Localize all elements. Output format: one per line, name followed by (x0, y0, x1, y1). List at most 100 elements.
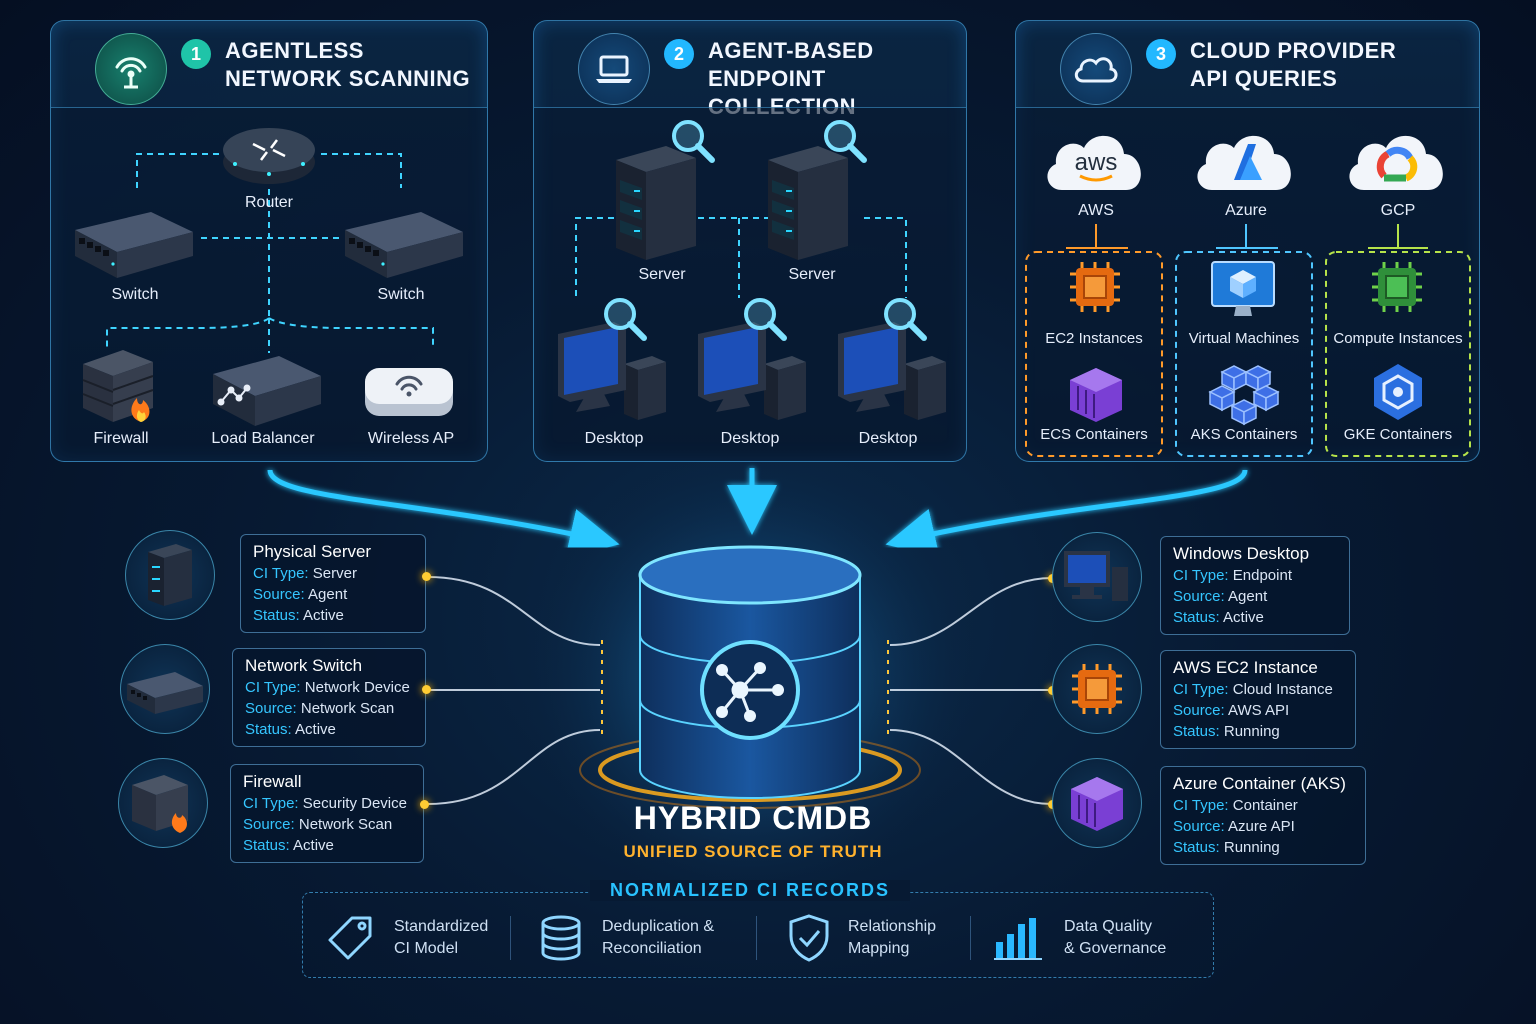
aws-logo-text: aws (1075, 149, 1118, 176)
chip-icon (1070, 262, 1120, 312)
server-icon (616, 120, 715, 260)
source-key: Source: (245, 700, 297, 717)
status-key: Status: (1173, 723, 1220, 740)
status-key: Status: (1173, 609, 1220, 626)
desktop-2-label: Desktop (720, 430, 780, 447)
firewall-label: Firewall (93, 430, 149, 447)
network-links (106, 153, 434, 353)
chip-icon (1052, 644, 1142, 734)
panel-body: aws AWS Azure GCP (1016, 107, 1479, 461)
panel-title: CLOUD PROVIDER API QUERIES (1190, 38, 1397, 91)
aks-containers-label: AKS Containers (1190, 426, 1298, 443)
connector-dot (422, 572, 431, 581)
feature-label: Standardized CI Model (394, 918, 489, 957)
source-key: Source: (243, 816, 295, 833)
ci-type-value: Cloud Instance (1232, 681, 1333, 698)
laptop-icon (578, 33, 650, 105)
ci-record-title: Physical Server (253, 542, 372, 561)
ci-record-title: Windows Desktop (1173, 544, 1310, 563)
ci-type-key: CI Type: (1173, 567, 1229, 584)
ci-record-card: Azure Container (AKS) CI Type: Container… (1160, 766, 1366, 865)
step-number-badge: 1 (181, 39, 211, 69)
cmdb-title: HYBRID CMDB (633, 800, 873, 836)
status-value: Active (1223, 609, 1264, 626)
ci-record-card: AWS EC2 Instance CI Type: Cloud Instance… (1160, 650, 1356, 749)
gcp-label: GCP (1380, 202, 1416, 219)
status-key: Status: (253, 607, 300, 624)
load-balancer-label: Load Balancer (211, 430, 315, 447)
panel-title: AGENTLESS NETWORK SCANNING (225, 38, 471, 91)
server-icon (125, 530, 215, 620)
desktop-1-label: Desktop (584, 430, 644, 447)
divider (510, 916, 511, 960)
ci-type-value: Endpoint (1232, 567, 1292, 584)
source-key: Source: (1173, 818, 1225, 835)
azure-cloud-logo (1197, 135, 1291, 190)
panel-agent-based-collection: 2 AGENT-BASED ENDPOINT COLLECTION Server (533, 20, 967, 462)
source-value: Network Scan (298, 816, 393, 833)
feature-label: Relationship Mapping (848, 918, 937, 957)
ci-type-key: CI Type: (243, 795, 299, 812)
divider (756, 916, 757, 960)
source-value: Azure API (1228, 818, 1295, 835)
azure-label: Azure (1225, 202, 1267, 219)
server-right-label: Server (788, 266, 836, 283)
panel-agentless-scanning: 1 AGENTLESS NETWORK SCANNING Router (50, 20, 488, 462)
status-value: Active (293, 837, 334, 854)
ci-type-value: Server (312, 565, 357, 582)
aws-cloud-logo: aws (1047, 135, 1141, 190)
shield-check-icon (789, 914, 829, 962)
server-left-label: Server (638, 266, 686, 283)
status-key: Status: (245, 721, 292, 738)
server-icon (768, 120, 867, 260)
status-key: Status: (1173, 839, 1220, 856)
endpoint-links (575, 217, 907, 298)
switch-icon (75, 212, 193, 278)
source-value: Network Scan (300, 700, 395, 717)
ci-record-card: Network Switch CI Type: Network Device S… (232, 648, 426, 747)
container-icon (1070, 368, 1122, 422)
connector-dot (422, 685, 431, 694)
cloud-icon (1060, 33, 1132, 105)
ci-type-key: CI Type: (245, 679, 301, 696)
feature-label: Data Quality & Governance (1064, 918, 1167, 957)
ci-record-title: AWS EC2 Instance (1173, 658, 1318, 677)
step-number-badge: 3 (1146, 39, 1176, 69)
load-balancer-icon (213, 356, 321, 426)
container-icon (1052, 758, 1142, 848)
ci-record-title: Firewall (243, 772, 302, 791)
bar-chart-icon (994, 918, 1042, 960)
status-value: Running (1223, 723, 1280, 740)
normalized-ci-records-title: NORMALIZED CI RECORDS (590, 880, 910, 901)
ci-type-value: Container (1232, 797, 1298, 814)
ci-type-key: CI Type: (253, 565, 309, 582)
firewall-icon (82, 350, 154, 422)
gke-containers-label: GKE Containers (1343, 426, 1453, 443)
ci-type-value: Network Device (304, 679, 410, 696)
virtual-machines-label: Virtual Machines (1188, 330, 1300, 347)
ci-record-card: Windows Desktop CI Type: Endpoint Source… (1160, 536, 1350, 635)
status-value: Running (1223, 839, 1280, 856)
cmdb-subtitle: UNIFIED SOURCE OF TRUTH (623, 842, 883, 861)
ecs-containers-label: ECS Containers (1040, 426, 1148, 443)
step-number-badge: 2 (664, 39, 694, 69)
database-icon (541, 915, 581, 961)
wireless-signal-icon (95, 33, 167, 105)
panel-cloud-api-queries: 3 CLOUD PROVIDER API QUERIES aws AWS Azu… (1015, 20, 1480, 462)
switch-icon (120, 644, 210, 734)
ec2-instances-label: EC2 Instances (1045, 330, 1143, 347)
source-value: AWS API (1228, 702, 1290, 719)
kubernetes-icon (1374, 364, 1422, 420)
source-key: Source: (253, 586, 305, 603)
status-value: Active (303, 607, 344, 624)
cubes-icon (1208, 365, 1280, 426)
wireless-ap-label: Wireless AP (367, 430, 455, 447)
provider-groups (1025, 224, 1471, 457)
divider (970, 916, 971, 960)
switch-right-label: Switch (377, 286, 425, 303)
ci-record-card: Firewall CI Type: Security Device Source… (230, 764, 424, 863)
desktop-icon (698, 298, 806, 420)
desktop-icon (558, 298, 666, 420)
aws-label: AWS (1078, 202, 1114, 219)
desktop-3-label: Desktop (858, 430, 918, 447)
